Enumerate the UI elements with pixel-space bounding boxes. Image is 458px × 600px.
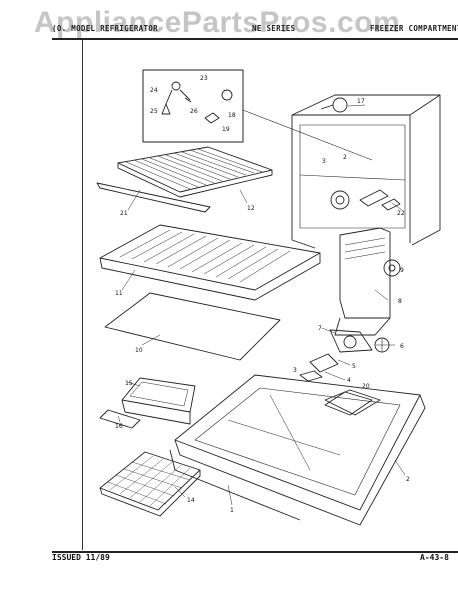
drain-trough	[324, 391, 373, 416]
callout-22: 22	[397, 210, 405, 217]
callout-5: 5	[352, 363, 356, 370]
callout-2-cabinet: 2	[343, 154, 347, 161]
callout-3-cabinet: 3	[322, 158, 326, 165]
ice-cube-tray	[99, 451, 201, 517]
callout-15: 15	[125, 380, 133, 387]
frame-left-rule	[82, 40, 84, 550]
evaporator-cover	[334, 227, 401, 336]
callout-7: 7	[318, 325, 322, 332]
callout-8: 8	[398, 298, 402, 305]
callout-20: 20	[362, 383, 370, 390]
callout-24: 24	[150, 87, 158, 94]
issued-date: ISSUED 11/89	[52, 553, 110, 562]
callout-1: 1	[230, 507, 234, 514]
callout-14: 14	[187, 497, 195, 504]
wire-shelf	[117, 146, 273, 198]
callout-labels: 23 24 25 26 18 19 17 3 2 22 21 12 11 10 …	[115, 75, 410, 514]
callout-6: 6	[400, 343, 404, 350]
callout-4: 4	[347, 377, 351, 384]
watermark: AppliancePartsPros.com	[34, 6, 401, 39]
header-rule	[52, 38, 458, 40]
callout-3: 3	[293, 367, 297, 374]
callout-12: 12	[247, 205, 255, 212]
freezer-shelf-cover	[99, 224, 321, 301]
callout-11: 11	[115, 290, 123, 297]
callout-23: 23	[200, 75, 208, 82]
diagram-header: (O. MODEL REFRIGERATOR NE SERIES FREEZER…	[52, 22, 458, 40]
inset-leader-line	[242, 109, 373, 161]
callout-10: 10	[135, 347, 143, 354]
ice-bin	[121, 377, 196, 425]
freezer-bottom-pan	[169, 374, 426, 526]
footer-rule	[52, 551, 458, 553]
shelf-trim-strip	[96, 182, 211, 213]
callout-25: 25	[150, 108, 158, 115]
callout-26: 26	[190, 108, 198, 115]
callout-18: 18	[228, 112, 236, 119]
fan-assembly	[299, 329, 390, 382]
inset-detail-box	[142, 69, 244, 143]
header-series-label: NE SERIES	[252, 24, 296, 33]
header-section-title: FREEZER COMPARTMENT	[370, 24, 458, 33]
callout-19: 19	[222, 126, 230, 133]
callout-21: 21	[120, 210, 128, 217]
callout-2: 2	[406, 476, 410, 483]
bin-rail	[99, 409, 141, 429]
callout-16: 16	[115, 423, 123, 430]
header-model-label: (O. MODEL REFRIGERATOR	[52, 24, 158, 33]
freezer-compartment-cabinet	[291, 94, 441, 249]
insulation-panel	[104, 292, 281, 361]
callout-17: 17	[357, 98, 365, 105]
callout-9: 9	[400, 267, 404, 274]
page-number: A-43-8	[420, 553, 449, 562]
callout-leaders	[117, 104, 406, 506]
